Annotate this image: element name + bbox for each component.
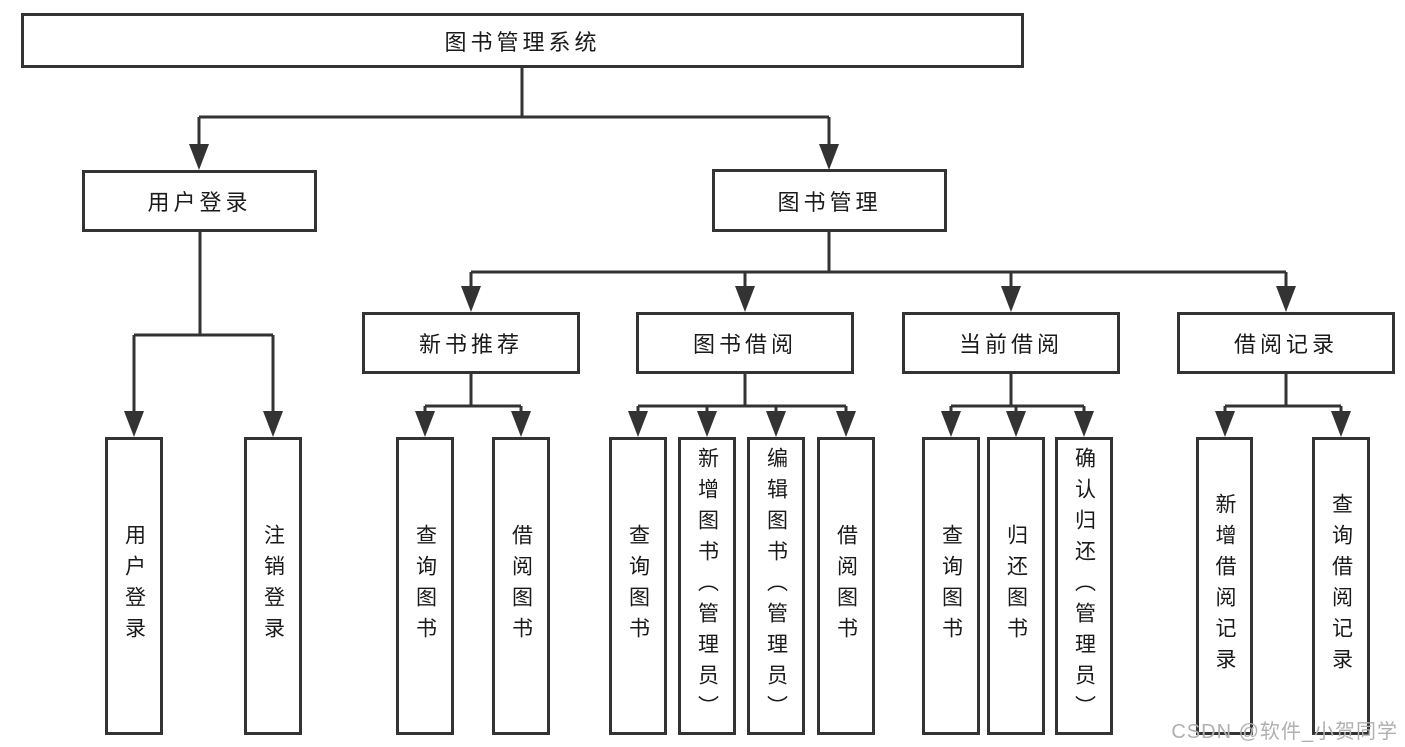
- leaf-borrow-borrow-books: 借阅图书: [817, 437, 875, 735]
- leaf-records-query-record: 查询借阅记录: [1312, 437, 1370, 735]
- node-book-borrow-label: 图书借阅: [692, 332, 797, 357]
- watermark-text: CSDN @软件_小贺同学: [1171, 721, 1398, 743]
- node-current-borrow: 当前借阅: [902, 312, 1120, 374]
- leaf-user-login-label: 用户登录: [122, 524, 146, 648]
- node-new-book-recommend-label: 新书推荐: [418, 332, 523, 357]
- leaf-current-confirm-return-admin: 确认归还（管理员）: [1055, 437, 1113, 735]
- leaf-borrow-add-books-admin-label: 新增图书（管理员）: [695, 446, 719, 726]
- leaf-current-confirm-return-admin-label: 确认归还（管理员）: [1072, 446, 1096, 726]
- node-user-login-label: 用户登录: [147, 190, 252, 215]
- node-new-book-recommend: 新书推荐: [362, 312, 580, 374]
- leaf-borrow-borrow-books-label: 借阅图书: [834, 524, 858, 648]
- leaf-newbooks-borrow-books: 借阅图书: [492, 437, 550, 735]
- leaf-logout-label: 注销登录: [261, 524, 285, 648]
- node-book-borrow: 图书借阅: [636, 312, 854, 374]
- leaf-current-return-books-label: 归还图书: [1004, 524, 1028, 648]
- leaf-newbooks-query-books-label: 查询图书: [413, 524, 437, 648]
- leaf-borrow-add-books-admin: 新增图书（管理员）: [678, 437, 736, 735]
- leaf-user-login: 用户登录: [105, 437, 163, 735]
- leaf-borrow-query-books-label: 查询图书: [626, 524, 650, 648]
- node-borrow-records: 借阅记录: [1177, 312, 1395, 374]
- leaf-records-add-record-label: 新增借阅记录: [1213, 493, 1236, 679]
- leaf-current-query-books: 查询图书: [922, 437, 980, 735]
- leaf-logout: 注销登录: [244, 437, 302, 735]
- leaf-records-add-record: 新增借阅记录: [1196, 437, 1253, 735]
- node-book-management-label: 图书管理: [777, 189, 882, 215]
- leaf-current-query-books-label: 查询图书: [939, 524, 963, 648]
- node-borrow-records-label: 借阅记录: [1233, 332, 1338, 357]
- leaf-newbooks-borrow-books-label: 借阅图书: [509, 524, 533, 648]
- leaf-borrow-query-books: 查询图书: [609, 437, 667, 735]
- leaf-records-query-record-label: 查询借阅记录: [1329, 493, 1353, 679]
- node-root-label: 图书管理系统: [444, 29, 601, 55]
- leaf-borrow-edit-books-admin: 编辑图书（管理员）: [747, 437, 805, 735]
- node-current-borrow-label: 当前借阅: [958, 332, 1063, 357]
- leaf-current-return-books: 归还图书: [987, 437, 1045, 735]
- node-root: 图书管理系统: [21, 13, 1024, 68]
- node-book-management: 图书管理: [712, 169, 947, 232]
- leaf-newbooks-query-books: 查询图书: [396, 437, 454, 735]
- node-user-login: 用户登录: [82, 170, 317, 232]
- leaf-borrow-edit-books-admin-label: 编辑图书（管理员）: [764, 446, 788, 726]
